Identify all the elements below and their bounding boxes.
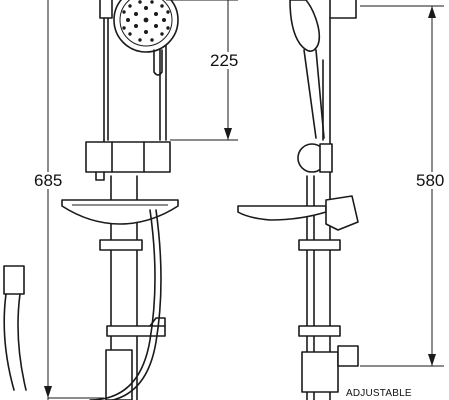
dimension-head-to-clamp <box>166 0 238 141</box>
front-top-bracket <box>99 0 113 19</box>
front-rail-bracket-upper <box>99 239 143 251</box>
dimension-overall-height <box>44 0 104 400</box>
front-view <box>61 0 179 400</box>
side-top-bracket <box>329 0 357 19</box>
overall-height-dimension-label: 685 <box>34 171 63 190</box>
side-rail-bracket-upper <box>298 239 341 251</box>
hose-end-fitting <box>3 265 27 391</box>
adjustable-note: ADJUSTABLE <box>346 388 412 399</box>
spray-nozzles <box>122 0 170 42</box>
side-rail-bracket-lower <box>298 325 359 393</box>
adjustable-range-dimension-label: 580 <box>416 171 445 190</box>
front-soap-dish <box>61 199 179 225</box>
front-bottom-bracket <box>105 349 133 400</box>
side-shower-handset <box>289 0 325 139</box>
front-slider-clamp <box>85 141 171 181</box>
front-shower-hose <box>89 209 162 400</box>
side-view <box>237 0 359 400</box>
head-to-clamp-dimension-label: 225 <box>210 51 239 70</box>
side-soap-dish <box>237 195 359 231</box>
front-shower-head <box>113 0 179 76</box>
side-slider-clamp <box>297 143 333 173</box>
front-rail-bracket-lower <box>106 317 166 337</box>
